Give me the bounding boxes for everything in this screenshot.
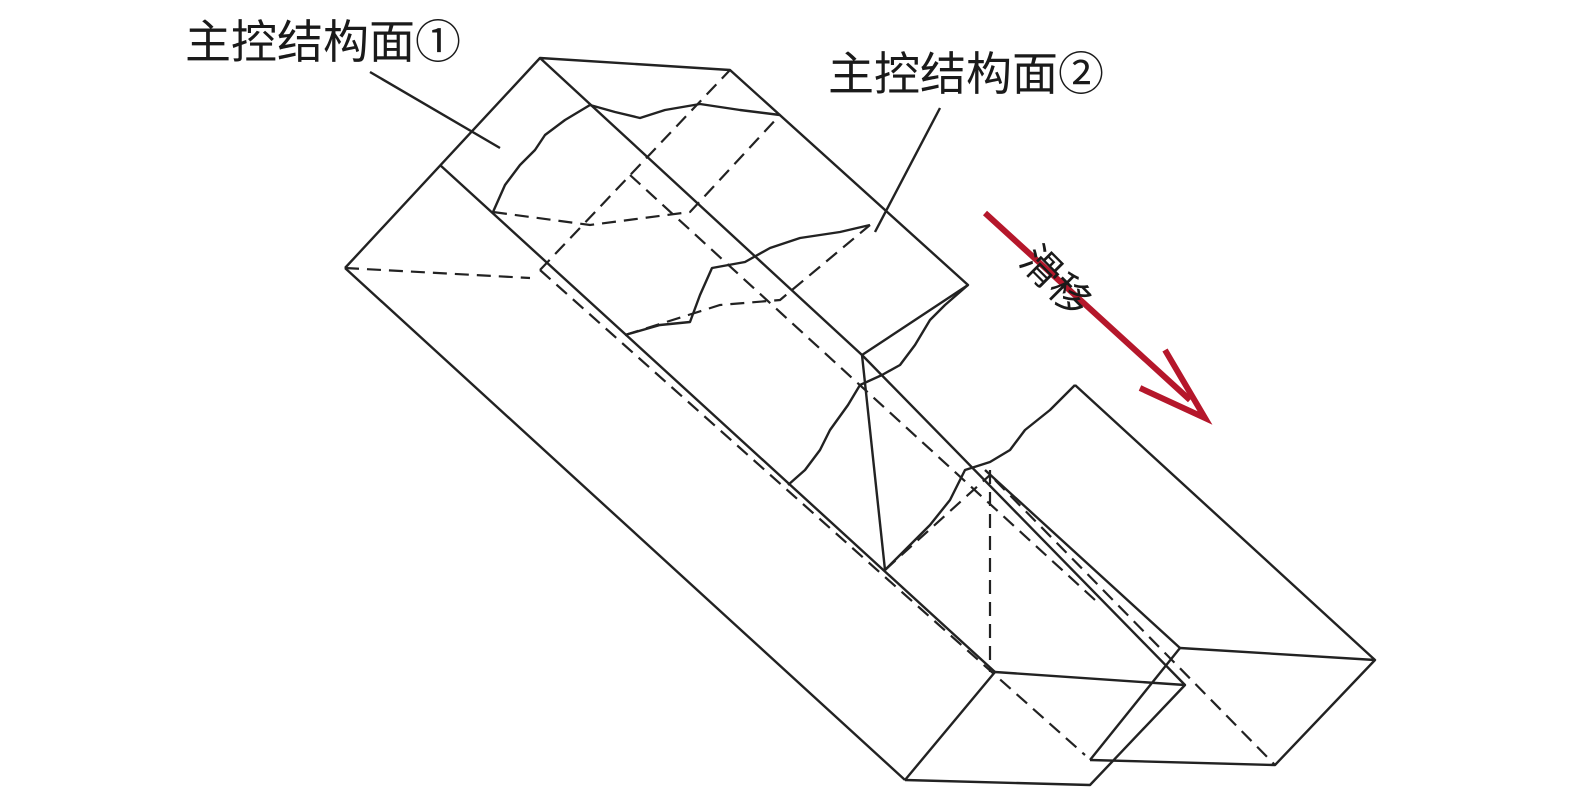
slide-arrow bbox=[982, 210, 1213, 425]
upper-block bbox=[344, 56, 1187, 787]
label-plane-2: 主控结构面② bbox=[828, 47, 1104, 101]
lower-block bbox=[860, 354, 1377, 767]
hidden-edges bbox=[344, 69, 1276, 766]
leader-line-1 bbox=[369, 70, 501, 150]
label-plane-1: 主控结构面① bbox=[185, 15, 461, 69]
leader-line-2 bbox=[873, 107, 942, 233]
fracture-lines bbox=[491, 102, 1076, 571]
